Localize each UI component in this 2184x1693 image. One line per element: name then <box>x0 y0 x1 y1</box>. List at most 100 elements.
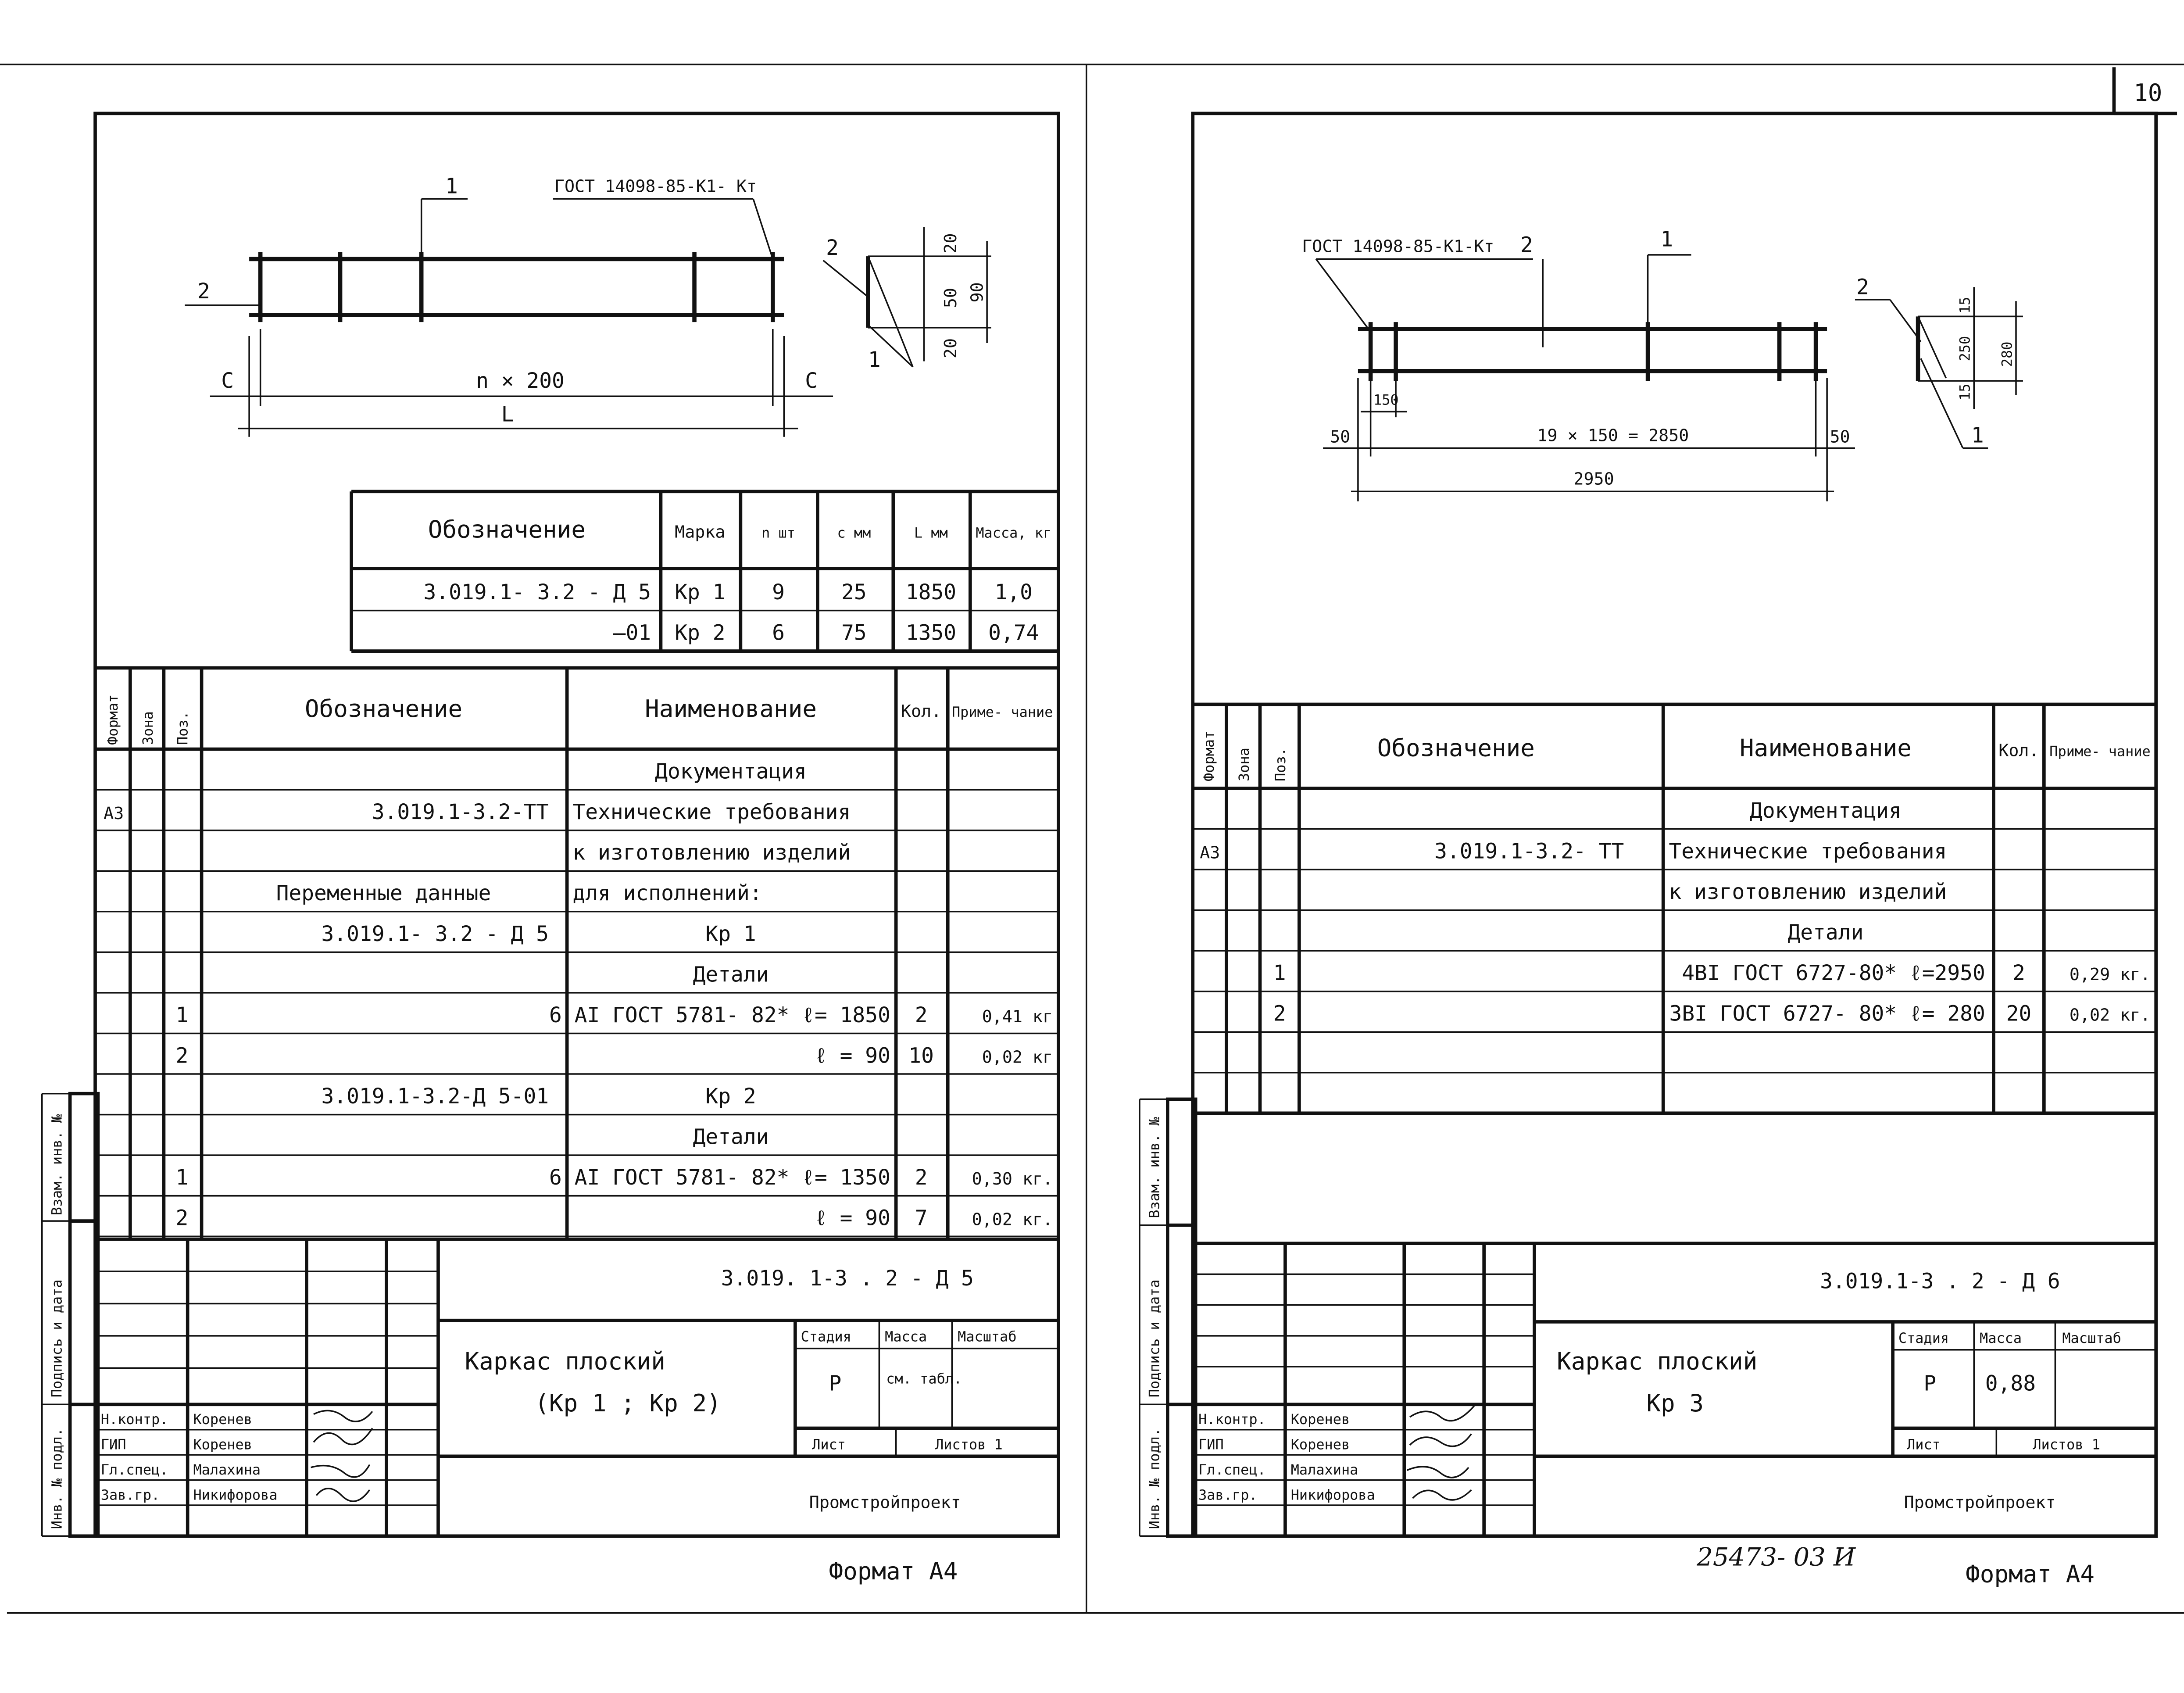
person-role: Н.контр. <box>101 1411 168 1428</box>
right-side-pos1: 1 <box>1971 424 1984 448</box>
right-margin-stamp: Взам. инв. № Подпись и дата Инв. № подл. <box>1139 1097 1197 1538</box>
marks-cell: 1,0 <box>995 580 1033 605</box>
marks-cell: Кр 2 <box>675 621 725 645</box>
marks-cell: 9 <box>772 580 785 605</box>
right-stage-value: Р <box>1923 1371 1936 1396</box>
left-sheets-header: Листов 1 <box>935 1436 1003 1453</box>
left-dim-20b: 20 <box>941 338 961 358</box>
spec-header-zone: Зона <box>139 711 156 745</box>
person-name: Коренев <box>193 1436 252 1453</box>
left-title-line1: Каркас плоский <box>465 1347 665 1375</box>
right-mass-header: Масса <box>1980 1330 2022 1346</box>
spec-cell-pos: 2 <box>176 1206 189 1231</box>
spec-cell-name: Кр 1 <box>705 922 756 946</box>
spec-cell-format: А3 <box>1200 843 1220 863</box>
left-title-line2: (Кр 1 ; Кр 2) <box>535 1389 721 1417</box>
left-org: Промстройпроект <box>809 1493 961 1512</box>
spec-cell-pos: 2 <box>1273 1002 1286 1026</box>
person-name: Коренев <box>193 1411 252 1428</box>
marks-cell: 25 <box>841 580 867 605</box>
marks-cell: 1350 <box>906 621 956 645</box>
marks-header-mass: Масса, кг <box>976 525 1051 541</box>
spec-cell-name: для исполнений: <box>572 881 762 906</box>
left-c-left: С <box>221 369 234 393</box>
page-number: 10 <box>2134 79 2162 107</box>
right-side-label-2: Инв. № подл. <box>1146 1428 1163 1529</box>
marks-header-mark: Марка <box>675 523 725 542</box>
spec-cell-designation: Переменные данные <box>276 881 491 906</box>
right-sheet-header: Лист <box>1907 1436 1941 1453</box>
spec-header-qty: Кол. <box>901 702 941 721</box>
left-dim-90: 90 <box>968 282 987 302</box>
spec-cell-note: 0,02 кг. <box>972 1210 1053 1230</box>
right-sheets-header: Листов 1 <box>2033 1436 2100 1453</box>
right-format: Формат А4 <box>1966 1561 2095 1588</box>
right-dim-150: 150 <box>1373 391 1399 408</box>
spec-cell-note: 0,02 кг. <box>2070 1006 2150 1025</box>
spec-cell-name: Технические требования <box>572 800 851 824</box>
spec-cell-name: ℓ = 90 <box>815 1206 890 1231</box>
left-sheet: 1 ГОСТ 14098-85-К1- Кт 2 С С n × 200 L <box>41 111 1060 1585</box>
right-spec-grid <box>1193 702 2156 1115</box>
right-title-line2: Кр 3 <box>1646 1389 1704 1417</box>
spec-cell-pos: 1 <box>176 1166 189 1190</box>
marks-cell-designation: —01 <box>613 621 651 645</box>
right-title-line1: Каркас плоский <box>1557 1347 1757 1375</box>
left-side-pos2: 2 <box>826 236 839 260</box>
marks-cell: 1850 <box>906 580 956 605</box>
right-dim-15b: 15 <box>1957 383 1973 400</box>
spec-cell-qty: 2 <box>915 1166 928 1190</box>
spec-cell-name: к изготовлению изделий <box>572 841 851 865</box>
left-side-label-0: Взам. инв. № <box>48 1114 65 1215</box>
spec-header-pos: Поз. <box>175 711 191 745</box>
spec-cell-name: 6 АI ГОСТ 5781- 82* ℓ= 1850 <box>549 1003 890 1027</box>
right-org: Промстройпроект <box>1904 1493 2056 1512</box>
spec-header-format: Формат <box>1201 731 1217 781</box>
left-pos2-label: 2 <box>197 279 210 304</box>
right-dim-50r: 50 <box>1830 427 1850 447</box>
marks-cell-designation: 3.019.1- 3.2 - Д 5 <box>423 580 651 605</box>
right-mass-value: 0,88 <box>1985 1371 2036 1396</box>
right-stage-header: Стадия <box>1898 1330 1949 1346</box>
right-dim-total: 2950 <box>1573 469 1614 489</box>
left-mass-value: см. табл. <box>886 1370 962 1387</box>
spec-header-pos: Поз. <box>1272 748 1289 781</box>
person-role: Гл.спец. <box>101 1461 168 1478</box>
left-sheet-header: Лист <box>812 1436 846 1453</box>
spec-cell-name: Детали <box>1787 921 1863 945</box>
person-role: Зав.гр. <box>101 1486 160 1503</box>
left-pos1-label: 1 <box>445 174 458 198</box>
left-side-pos1: 1 <box>868 348 881 372</box>
spec-cell-name: Детали <box>693 963 769 987</box>
archive-stamp: 25473- 03 И <box>1696 1542 1856 1571</box>
spec-header-note: Приме- чание <box>952 704 1053 720</box>
spec-header-name: Наименование <box>1740 734 1912 762</box>
spec-cell-note: 0,02 кг <box>982 1047 1053 1067</box>
person-role: Гл.спец. <box>1198 1461 1266 1478</box>
left-side-label-1: Подпись и дата <box>48 1279 65 1397</box>
right-cage-drawing: ГОСТ 14098-85-К1-Кт 2 1 150 50 50 19 × 1… <box>1302 228 2023 501</box>
marks-cell: Кр 1 <box>675 580 725 605</box>
left-n200: n × 200 <box>476 369 565 393</box>
right-dim-280: 280 <box>1998 342 2015 367</box>
spec-cell-qty: 20 <box>2006 1002 2032 1026</box>
spec-header-note: Приме- чание <box>2049 743 2151 760</box>
spec-cell-note: 0,41 кг <box>982 1007 1053 1027</box>
person-name: Малахина <box>193 1461 261 1478</box>
spec-cell-name: к изготовлению изделий <box>1669 880 1947 904</box>
left-cage-drawing: 1 ГОСТ 14098-85-К1- Кт 2 С С n × 200 L <box>185 174 991 437</box>
right-dim-50l: 50 <box>1330 427 1350 447</box>
right-pos1-label: 1 <box>1660 228 1673 252</box>
spec-header-name: Наименование <box>645 695 817 723</box>
left-dim-20a: 20 <box>941 233 961 254</box>
right-dim-15a: 15 <box>1957 297 1973 314</box>
spec-cell-qty: 10 <box>908 1044 934 1068</box>
left-stage-value: Р <box>829 1371 841 1396</box>
person-name: Коренев <box>1291 1436 1350 1453</box>
spec-cell-qty: 7 <box>915 1206 928 1231</box>
